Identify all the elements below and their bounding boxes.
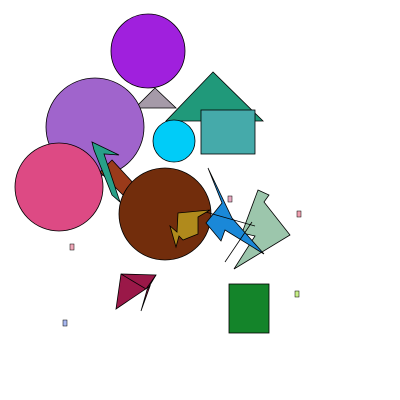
small-marker	[227, 195, 233, 203]
small-marker	[69, 243, 75, 251]
gray-triangle	[134, 87, 177, 109]
small-marker	[294, 290, 300, 298]
small-marker	[296, 210, 302, 218]
small-marker	[62, 319, 68, 327]
line-segment	[224, 221, 253, 263]
line-segment	[120, 273, 157, 290]
gold-shape	[169, 209, 211, 249]
purple-circle	[110, 13, 186, 89]
green-rectangle	[228, 283, 270, 334]
pink-circle	[14, 142, 104, 232]
teal-arrow	[91, 141, 121, 204]
cyan-circle	[152, 119, 196, 163]
blue-arrow	[205, 167, 265, 255]
teal-square	[200, 109, 256, 155]
line-segment	[201, 210, 256, 227]
